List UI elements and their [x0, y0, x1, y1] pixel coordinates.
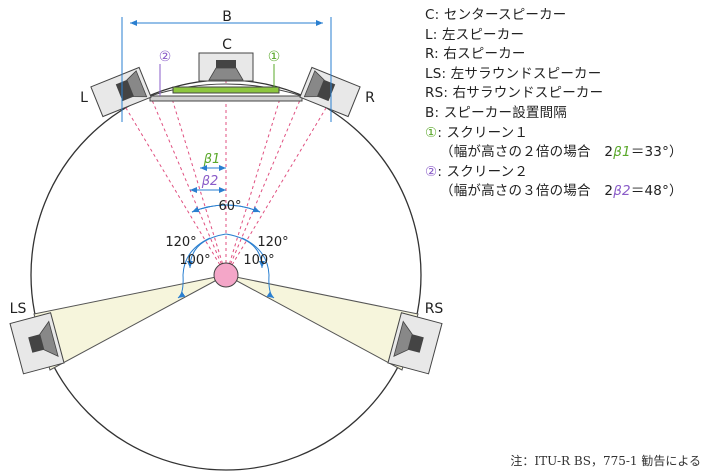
angle-60-label: 60°: [218, 199, 241, 214]
listener-position: [213, 262, 239, 288]
legend-screen-2-sub-pre: （幅が高さの３倍の場合 2: [440, 183, 614, 200]
screen-1: [172, 86, 280, 94]
label-b: B: [222, 9, 232, 25]
legend-c: C: センタースピーカー: [425, 7, 567, 23]
legend-screen-1-mark: ①: [425, 124, 438, 141]
legend-r: R: 右スピーカー: [425, 46, 526, 63]
angle-120-left-label: 120°: [165, 235, 196, 250]
legend-ls: LS: 左サラウンドスピーカー: [425, 65, 602, 82]
legend-screen-1: ①: スクリーン１: [425, 124, 705, 144]
speaker-sight-lines: [119, 70, 333, 276]
legend-rs: RS: 右サラウンドスピーカー: [425, 85, 604, 102]
beta1-label: β1: [203, 152, 221, 167]
label-l: L: [80, 90, 88, 106]
beta2-label: β2: [201, 174, 219, 189]
angle-100-right-label: 100°: [243, 253, 274, 268]
screen-2-marker: ②: [159, 49, 172, 65]
angle-120-left-arc: [177, 237, 211, 299]
angle-120-right-label: 120°: [257, 235, 288, 250]
legend: C: センタースピーカー L: 左スピーカー R: 右スピーカー LS: 左サラ…: [425, 6, 705, 202]
angle-120-right-arc: [241, 237, 275, 299]
legend-screen-2-sub-post: ＝48°）: [630, 183, 683, 200]
legend-l: L: 左スピーカー: [425, 26, 525, 43]
left-surround-speaker: [9, 312, 65, 375]
legend-screen-1-sub-pre: （幅が高さの２倍の場合 2: [440, 144, 614, 161]
legend-screen-1-sub: （幅が高さの２倍の場合 2β1＝33°）: [425, 143, 705, 163]
label-c: C: [222, 37, 232, 53]
label-ls: LS: [10, 301, 27, 317]
legend-screen-2-text: : スクリーン２: [437, 163, 529, 180]
source-note: 注：ITU-R BS，775-1 勧告による: [510, 454, 701, 468]
legend-screen-1-sub-beta: β1: [613, 144, 631, 161]
legend-screen-1-text: : スクリーン１: [437, 124, 529, 141]
legend-screen-2-sub: （幅が高さの３倍の場合 2β2＝48°）: [425, 182, 705, 202]
angle-100-right-arc: [225, 233, 265, 269]
screen-2: [149, 95, 303, 102]
legend-screen-2-sub-beta: β2: [613, 183, 631, 200]
label-rs: RS: [425, 301, 444, 317]
screen-1-marker: ①: [268, 49, 281, 65]
center-speaker: [198, 52, 254, 82]
legend-screen-1-sub-post: ＝33°）: [630, 144, 683, 161]
label-r: R: [365, 90, 375, 106]
left-speaker: [90, 66, 152, 118]
legend-b: B: スピーカー設置間隔: [425, 104, 568, 121]
b-dimension: [121, 17, 332, 122]
angle-100-left-label: 100°: [179, 253, 210, 268]
legend-screen-2-mark: ②: [425, 163, 438, 180]
angle-100-left-arc: [187, 233, 227, 269]
right-surround-speaker: [387, 312, 443, 375]
legend-screen-2: ②: スクリーン２: [425, 163, 705, 183]
